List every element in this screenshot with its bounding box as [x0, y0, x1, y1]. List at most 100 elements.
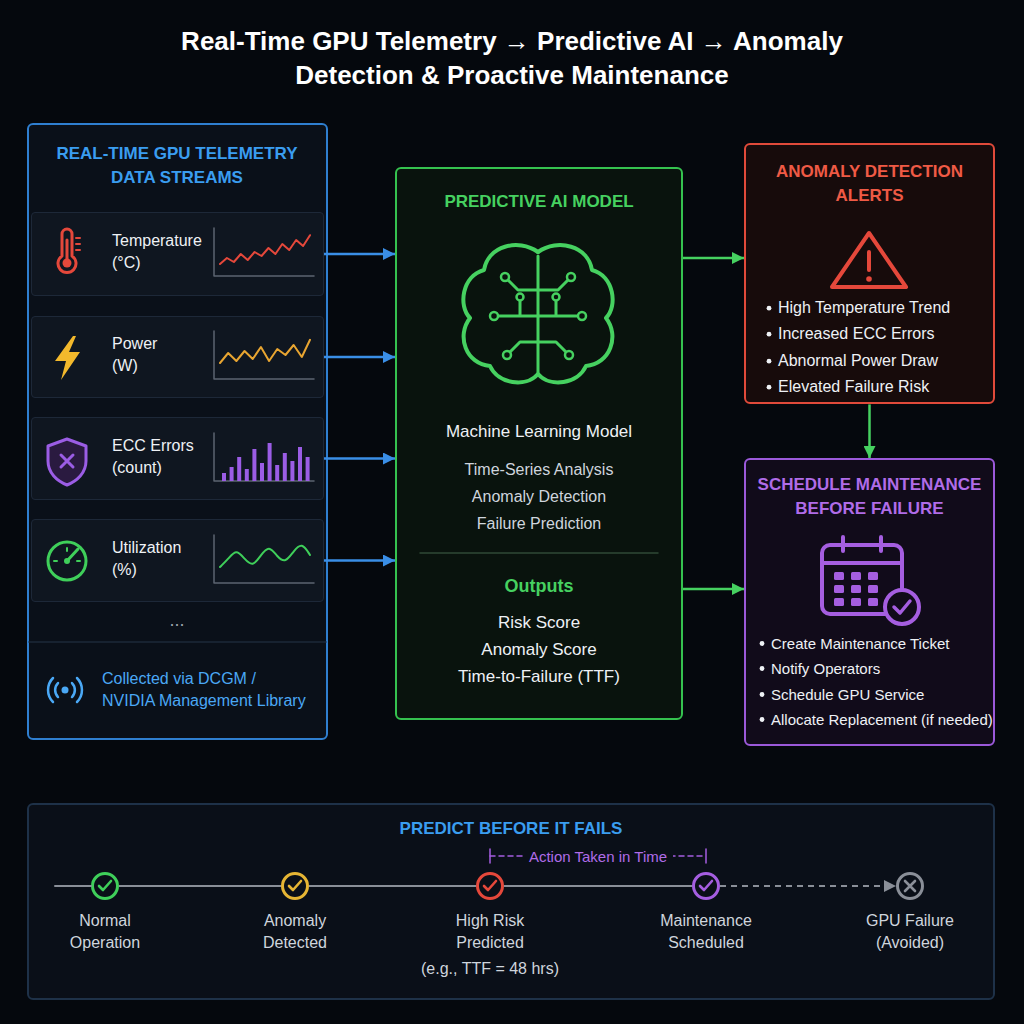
text-slot: Notify Operators — [771, 658, 986, 679]
signal-icon — [62, 687, 69, 694]
text-slot: Normal Operation — [50, 910, 160, 955]
metric-label: Utilization (%) — [112, 537, 198, 582]
warning-icon — [867, 252, 871, 270]
calendar-icon — [851, 585, 861, 593]
text-slot: ANOMALY DETECTION ALERTS — [767, 160, 972, 208]
brain-icon — [463, 245, 538, 382]
bullet — [767, 306, 772, 311]
calendar-icon — [834, 572, 844, 580]
calendar-icon — [868, 585, 878, 593]
timeline-stage: High Risk Predicted(e.g., TTF = 48 hrs) — [476, 872, 504, 900]
text-slot: GPU Failure (Avoided) — [855, 910, 965, 955]
text-slot: Machine Learning Model — [405, 420, 673, 444]
connector — [119, 885, 281, 887]
calendar-icon — [894, 601, 910, 613]
bar-sparkline — [290, 461, 294, 481]
metric-label: Temperature (°C) — [112, 230, 212, 275]
alert-item: Abnormal Power Draw — [778, 350, 938, 372]
brain-icon — [517, 294, 524, 301]
bracket — [490, 855, 706, 857]
text-slot: Create Maintenance Ticket — [771, 633, 986, 654]
text-slot: Anomaly Detected — [240, 910, 350, 955]
text-slot: Failure Prediction — [405, 513, 673, 535]
bullet — [760, 692, 765, 697]
timeline-line — [55, 885, 91, 887]
signal-icon — [48, 678, 82, 702]
bullet — [767, 332, 772, 337]
metric-row: Utilization (%) — [31, 519, 324, 602]
lightning-icon — [55, 336, 80, 380]
bar-sparkline — [230, 467, 234, 481]
metric-label: Power (W) — [112, 333, 172, 378]
connector — [324, 457, 395, 460]
text-slot: Real-Time GPU Telemetry → Predictive AI … — [162, 24, 862, 93]
model-function: Time-Series Analysis — [405, 459, 673, 481]
text-slot: Risk Score — [405, 611, 673, 635]
text-slot: Utilization (%) — [112, 537, 198, 582]
telemetry-panel: Temperature (°C) Power (W) ECC Errors (cou… — [27, 123, 328, 740]
text-slot: SCHEDULE MAINTENANCE BEFORE FAILURE — [753, 473, 986, 521]
bar-sparkline — [268, 443, 272, 481]
panel-heading: PREDICT BEFORE IT FAILS — [37, 817, 985, 841]
gauge-icon — [48, 542, 86, 580]
text-slot: Increased ECC Errors — [778, 323, 983, 345]
bullet — [767, 385, 772, 390]
bar-sparkline — [260, 463, 264, 481]
stage-label: Maintenance Scheduled — [651, 910, 761, 955]
calendar-icon — [851, 572, 861, 580]
bar-sparkline — [298, 447, 302, 481]
thermometer-icon — [66, 240, 69, 262]
text-slot: Action Taken in Time — [518, 846, 678, 867]
brain-icon — [538, 280, 578, 352]
text-slot: Schedule GPU Service — [771, 684, 986, 705]
text-slot: ECC Errors (count) — [112, 435, 204, 480]
warning-icon — [832, 233, 906, 287]
calendar-icon — [834, 598, 844, 606]
chart-axis — [214, 228, 314, 276]
text-slot: Temperature (°C) — [112, 230, 212, 275]
bullet — [760, 641, 765, 646]
bullet — [760, 717, 765, 722]
model-output: Risk Score — [405, 611, 673, 635]
connector — [324, 253, 395, 256]
calendar-icon — [822, 545, 902, 614]
alert-item: Elevated Failure Risk — [778, 376, 929, 398]
cross-mark — [905, 881, 915, 891]
stage-note: (e.g., TTF = 48 hrs) — [400, 958, 580, 980]
maintenance-box: SCHEDULE MAINTENANCE BEFORE FAILURE Creat… — [744, 458, 995, 746]
text-slot: High Temperature Trend — [778, 297, 983, 319]
stage-label: Normal Operation — [50, 910, 160, 955]
bar-sparkline — [275, 465, 279, 481]
text-slot: Elevated Failure Risk — [778, 376, 983, 398]
bracket — [490, 849, 706, 863]
check-mark — [99, 881, 111, 890]
calendar-icon — [851, 598, 861, 606]
shield-icon — [61, 455, 73, 467]
connector — [504, 885, 692, 887]
gauge-icon — [64, 558, 70, 564]
calendar-icon — [843, 537, 881, 551]
outputs-heading: Outputs — [405, 574, 673, 599]
text-slot: Power (W) — [112, 333, 172, 378]
brain-icon — [553, 294, 560, 301]
brain-icon — [503, 351, 511, 359]
brain-icon — [501, 273, 509, 281]
brain-icon — [537, 256, 540, 372]
bar-sparkline — [306, 457, 310, 481]
brain-icon — [490, 312, 498, 320]
stage-label: Anomaly Detected — [240, 910, 350, 955]
text-slot: Collected via DCGM / NVIDIA Management L… — [102, 668, 310, 713]
stage-label: GPU Failure (Avoided) — [855, 910, 965, 955]
model-output: Anomaly Score — [405, 638, 673, 662]
brain-icon — [463, 245, 538, 382]
timeline-stage: GPU Failure (Avoided) — [896, 872, 924, 900]
calendar-icon — [822, 561, 902, 565]
model-output: Time-to-Failure (TTF) — [405, 665, 673, 689]
source-note: Collected via DCGM / NVIDIA Management L… — [102, 668, 310, 713]
sparkline — [220, 340, 310, 363]
brain-icon — [578, 312, 586, 320]
connector — [868, 404, 871, 458]
model-type: Machine Learning Model — [405, 420, 673, 444]
brain-icon — [498, 280, 538, 352]
text-slot: Anomaly Score — [405, 638, 673, 662]
